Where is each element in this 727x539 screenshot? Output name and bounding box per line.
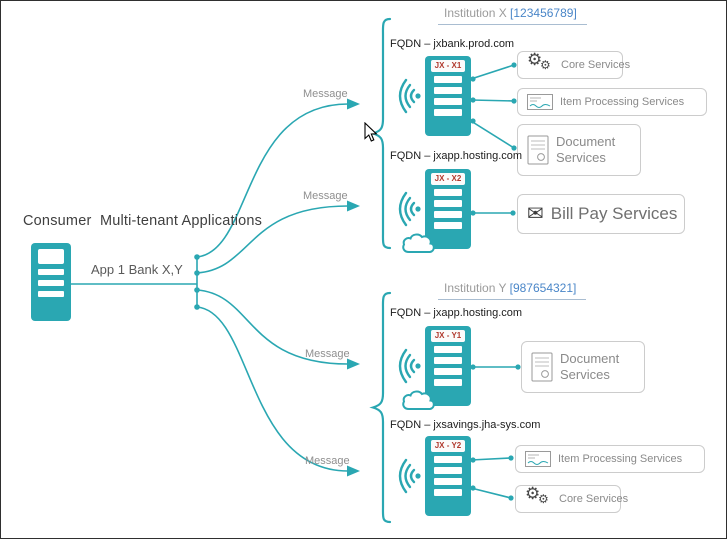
fanout-dots (194, 98, 360, 477)
service-label: Core Services (559, 493, 629, 505)
service-label: Document Services (560, 350, 620, 382)
arrowhead-1 (347, 98, 360, 110)
server-jx-y1: JX - Y1 (425, 326, 471, 406)
arrowhead-4 (347, 465, 360, 477)
fqdn-label-y1: FQDN – jxapp.hosting.com (390, 307, 523, 319)
institution-y-id: [987654321] (509, 281, 577, 295)
gears-icon: ⚙⚙ (525, 484, 549, 506)
consumer-app-server-icon (31, 243, 71, 321)
institution-y-header: Institution Y [987654321] (438, 281, 587, 300)
app-label: App 1 Bank X,Y (91, 262, 183, 277)
mouse-cursor (364, 122, 378, 142)
server-panel (38, 249, 64, 264)
cloud-icon (402, 233, 435, 253)
service-label: Bill Pay Services (550, 204, 678, 223)
fanout-lines (71, 103, 349, 472)
service-label: Document Services (556, 133, 616, 165)
service-dots (470, 62, 521, 501)
envelope-icon: ✉ (527, 203, 544, 225)
message-label-2: Message (303, 190, 348, 202)
fqdn-label-y2: FQDN – jxsavings.jha-sys.com (390, 419, 541, 431)
document-icon (527, 135, 549, 165)
institution-x-name: Institution X (444, 6, 507, 20)
institution-y-name: Institution Y (444, 281, 507, 295)
arrowhead-2 (347, 200, 360, 212)
service-lines (470, 64, 518, 499)
diagram-title: Consumer Multi-tenant Applications (23, 213, 263, 229)
message-label-3: Message (305, 348, 350, 360)
service-label: Core Services (561, 59, 631, 71)
signal-icon (398, 191, 421, 227)
service-label: Item Processing Services (560, 96, 685, 108)
service-box-item-processing-y: Item Processing Services (515, 445, 705, 473)
item-processing-icon (527, 94, 553, 110)
server-jx-y2: JX - Y2 (425, 436, 471, 516)
server-label-jx-y2: JX - Y2 (430, 440, 466, 452)
institution-x-header: Institution X [123456789] (438, 6, 587, 25)
service-box-document-services-y: Document Services (521, 341, 645, 393)
gears-icon: ⚙⚙ (527, 50, 551, 72)
server-jx-x2: JX - X2 (425, 169, 471, 249)
institution-x-id: [123456789] (510, 6, 577, 20)
service-label: Item Processing Services (558, 453, 683, 465)
signal-icon (398, 348, 421, 384)
document-icon (531, 352, 553, 382)
service-box-bill-pay: ✉ Bill Pay Services (517, 194, 685, 234)
server-label-jx-x1: JX - X1 (430, 60, 466, 72)
service-box-core-services-y: ⚙⚙ Core Services (515, 484, 628, 513)
server-label-jx-x2: JX - X2 (430, 173, 466, 185)
brace-institution-y (369, 291, 392, 524)
arrowhead-3 (347, 358, 360, 370)
service-box-document-services-x: Document Services (517, 124, 641, 176)
server-label-jx-y1: JX - Y1 (430, 330, 466, 342)
fqdn-label-x2: FQDN – jxapp.hosting.com (390, 150, 523, 162)
cloud-icon (402, 390, 435, 410)
service-box-core-services-x: ⚙⚙ Core Services (517, 50, 630, 79)
item-processing-icon (525, 451, 551, 467)
fqdn-label-x1: FQDN – jxbank.prod.com (390, 38, 515, 50)
signal-icon (398, 458, 421, 494)
service-box-item-processing-x: Item Processing Services (517, 88, 707, 116)
message-label-1: Message (303, 88, 348, 100)
message-label-4: Message (305, 455, 350, 467)
server-jx-x1: JX - X1 (425, 56, 471, 136)
signal-icon (398, 78, 421, 114)
